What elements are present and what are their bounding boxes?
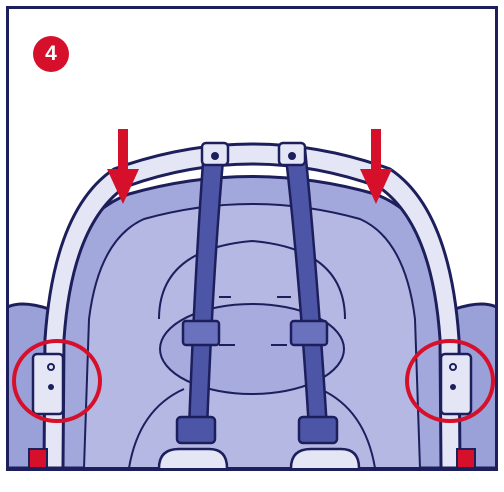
seat-base-contour [128, 388, 376, 468]
right-anchor-hole [288, 152, 296, 160]
left-chest-clip [181, 319, 221, 347]
right-bracket-pin-top [449, 363, 457, 371]
right-handle-bracket [439, 352, 473, 416]
headrest-contour [158, 239, 346, 320]
right-strap-buckle [297, 415, 339, 445]
left-press-arrow [107, 129, 139, 204]
right-chest-clip [289, 319, 329, 347]
right-press-arrow [360, 129, 392, 204]
harness-slot-marks [219, 296, 291, 346]
left-strap-buckle [175, 415, 217, 445]
left-bracket-pin-top [47, 363, 55, 371]
left-anchor-hole [211, 152, 219, 160]
left-buckle-tongue [157, 447, 229, 468]
left-pivot-highlight [12, 339, 102, 423]
right-buckle-tongue [289, 447, 361, 468]
right-pivot-highlight [405, 339, 495, 423]
step-number-badge: 4 [33, 36, 69, 72]
car-seat-illustration [9, 129, 495, 468]
left-handle-bracket [31, 352, 65, 416]
left-bracket-pin-bottom [48, 384, 54, 390]
right-bracket-pin-bottom [450, 384, 456, 390]
left-red-mark [28, 448, 48, 468]
right-red-mark [456, 448, 476, 468]
illustration-frame: 4 [6, 6, 498, 471]
